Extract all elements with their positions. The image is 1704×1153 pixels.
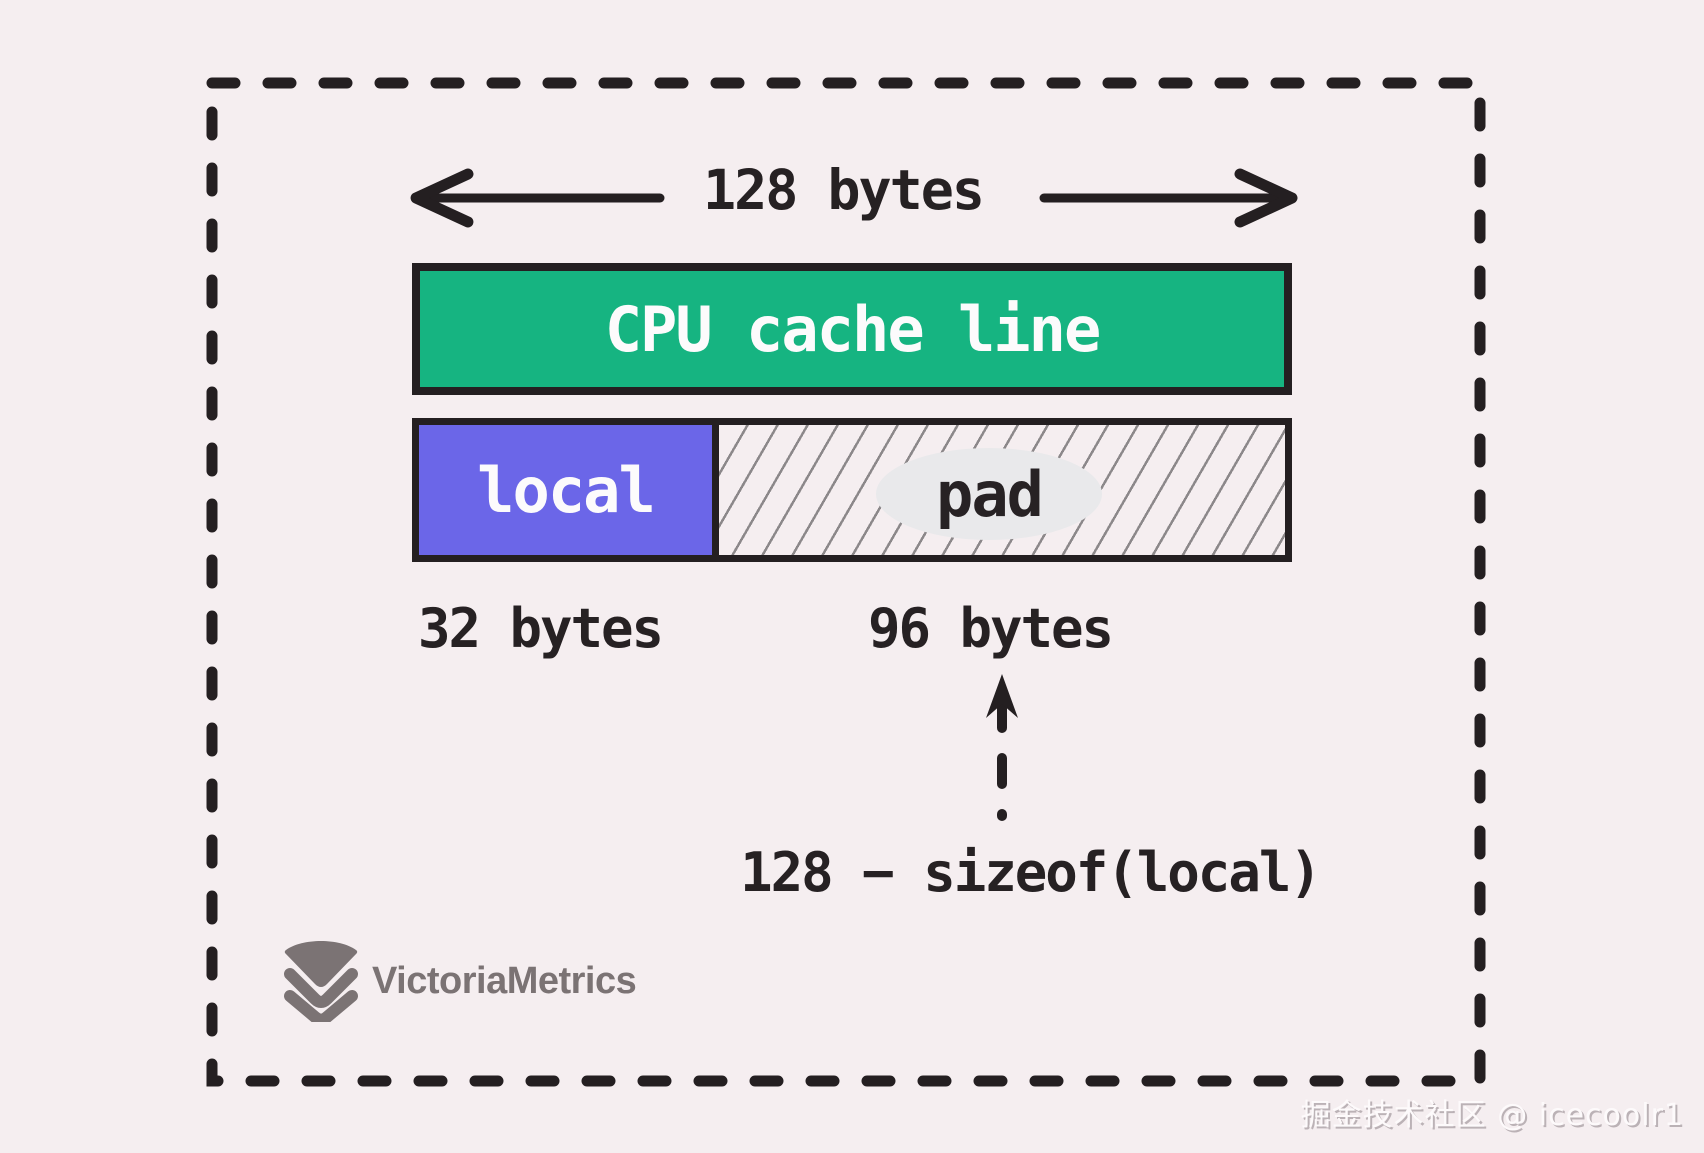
local-size-label: 32 bytes [417,597,664,660]
width-arrow-left-icon [410,168,665,228]
cpu-cache-line-label: CPU cache line [604,292,1102,366]
watermark-text: 掘金技术社区 @ icecoolr1 [1300,1098,1684,1133]
local-segment: local [419,425,719,555]
pad-label: pad [936,457,1044,531]
victoriametrics-wordmark: VictoriaMetrics [372,959,637,1002]
total-width-label: 128 bytes [702,158,985,222]
pad-size-label: 96 bytes [867,597,1114,660]
dashed-border [206,77,1486,1087]
victoriametrics-logo: VictoriaMetrics [280,934,637,1022]
cpu-cache-line-box: CPU cache line [412,263,1292,395]
memory-layout-box: local [412,418,1292,562]
width-arrow-right-icon [1039,168,1298,228]
local-label: local [477,453,656,527]
victoriametrics-chevron-stack-icon [284,941,358,1022]
pad-formula-label: 128 − sizeof(local) [740,841,1322,904]
pad-label-ellipse: pad [876,448,1102,540]
formula-pointer-arrow-icon [986,674,1018,821]
